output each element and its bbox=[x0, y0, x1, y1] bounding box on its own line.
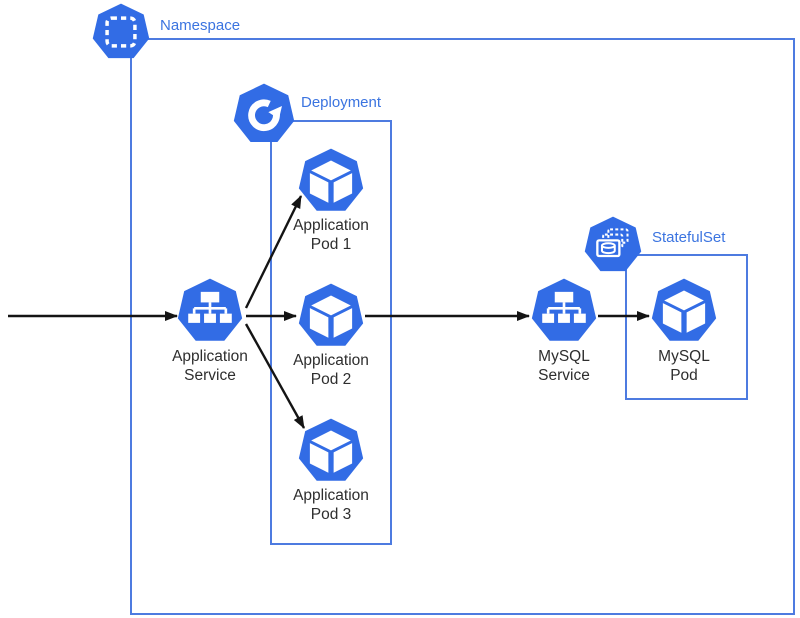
statefulset-group-box bbox=[625, 254, 748, 400]
mysql-service-label-line1: MySQL bbox=[538, 348, 590, 365]
app-pod-1-icon bbox=[298, 148, 364, 214]
app-service-label-line2: Service bbox=[184, 367, 236, 384]
app-service-icon bbox=[177, 278, 243, 344]
app-pod-2-label-line1: Application bbox=[293, 352, 369, 369]
statefulset-icon bbox=[584, 216, 642, 274]
app-pod-1-label: Application Pod 1 bbox=[266, 216, 396, 254]
mysql-service-label: MySQL Service bbox=[499, 347, 629, 385]
arrow-app-service-to-pod-1 bbox=[244, 195, 303, 309]
deployment-label: Deployment bbox=[301, 94, 382, 111]
mysql-pod-label-line1: MySQL bbox=[658, 348, 710, 365]
statefulset-label: StatefulSet bbox=[652, 229, 726, 246]
mysql-pod-label: MySQL Pod bbox=[619, 347, 749, 385]
app-pod-3-label: Application Pod 3 bbox=[266, 486, 396, 524]
namespace-group-box bbox=[130, 38, 795, 615]
namespace-icon bbox=[92, 3, 150, 61]
app-pod-2-label-line2: Pod 2 bbox=[310, 371, 352, 388]
app-pod-2-icon bbox=[298, 283, 364, 349]
deployment-group-box bbox=[270, 120, 392, 545]
mysql-service-icon bbox=[531, 278, 597, 344]
mysql-pod-icon bbox=[651, 278, 717, 344]
app-pod-2-label: Application Pod 2 bbox=[266, 351, 396, 389]
app-pod-1-label-line2: Pod 1 bbox=[310, 236, 352, 253]
app-pod-3-label-line2: Pod 3 bbox=[310, 506, 352, 523]
app-service-label: Application Service bbox=[145, 347, 275, 385]
arrow-app-service-to-pod-3 bbox=[244, 323, 306, 429]
mysql-pod-label-line2: Pod bbox=[670, 367, 698, 384]
namespace-label: Namespace bbox=[160, 17, 241, 34]
app-pod-3-icon bbox=[298, 418, 364, 484]
app-pod-3-label-line1: Application bbox=[293, 487, 369, 504]
app-service-label-line1: Application bbox=[172, 348, 248, 365]
mysql-service-label-line2: Service bbox=[538, 367, 590, 384]
deployment-icon bbox=[233, 83, 295, 145]
app-pod-1-label-line1: Application bbox=[293, 217, 369, 234]
